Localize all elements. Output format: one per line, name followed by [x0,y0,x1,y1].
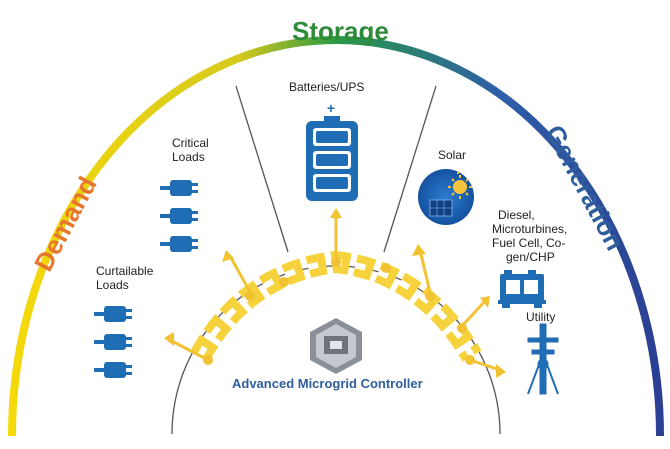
curtailable-loads-label-line2: Loads [96,278,129,292]
diesel-label-line3: Fuel Cell, Co- [492,236,566,250]
curtailable-loads-plugs [94,306,132,378]
batteries-label: Batteries/UPS [289,80,365,94]
controller-label: Advanced Microgrid Controller [232,376,423,391]
critical-loads-label-line1: Critical [172,136,209,150]
utility-pole-icon [527,323,559,395]
generator-icon [498,270,546,308]
diesel-label-line4: gen/CHP [506,250,555,264]
controller-logo-icon [310,318,362,374]
utility-label: Utility [526,310,556,324]
outer-arc [8,36,664,437]
connector-arrows [169,214,501,372]
diesel-label-line2: Microturbines, [492,222,568,236]
plug-icon [94,362,132,378]
arrow-heads [164,208,506,378]
critical-loads-plugs [160,180,198,252]
plug-icon [160,180,198,196]
critical-loads-label-line2: Loads [172,150,205,164]
solar-panel-icon [418,169,474,225]
plug-icon [160,208,198,224]
divider-right [383,85,437,253]
plug-icon [94,306,132,322]
curtailable-loads-label-line1: Curtailable [96,264,154,278]
diesel-label-line1: Diesel, [498,208,535,222]
battery-icon: + [306,100,358,201]
divider-left [235,85,289,253]
svg-text:+: + [327,100,335,116]
plug-icon [94,334,132,350]
plug-icon [160,236,198,252]
solar-label: Solar [438,148,467,162]
storage-title: Storage [292,16,389,46]
